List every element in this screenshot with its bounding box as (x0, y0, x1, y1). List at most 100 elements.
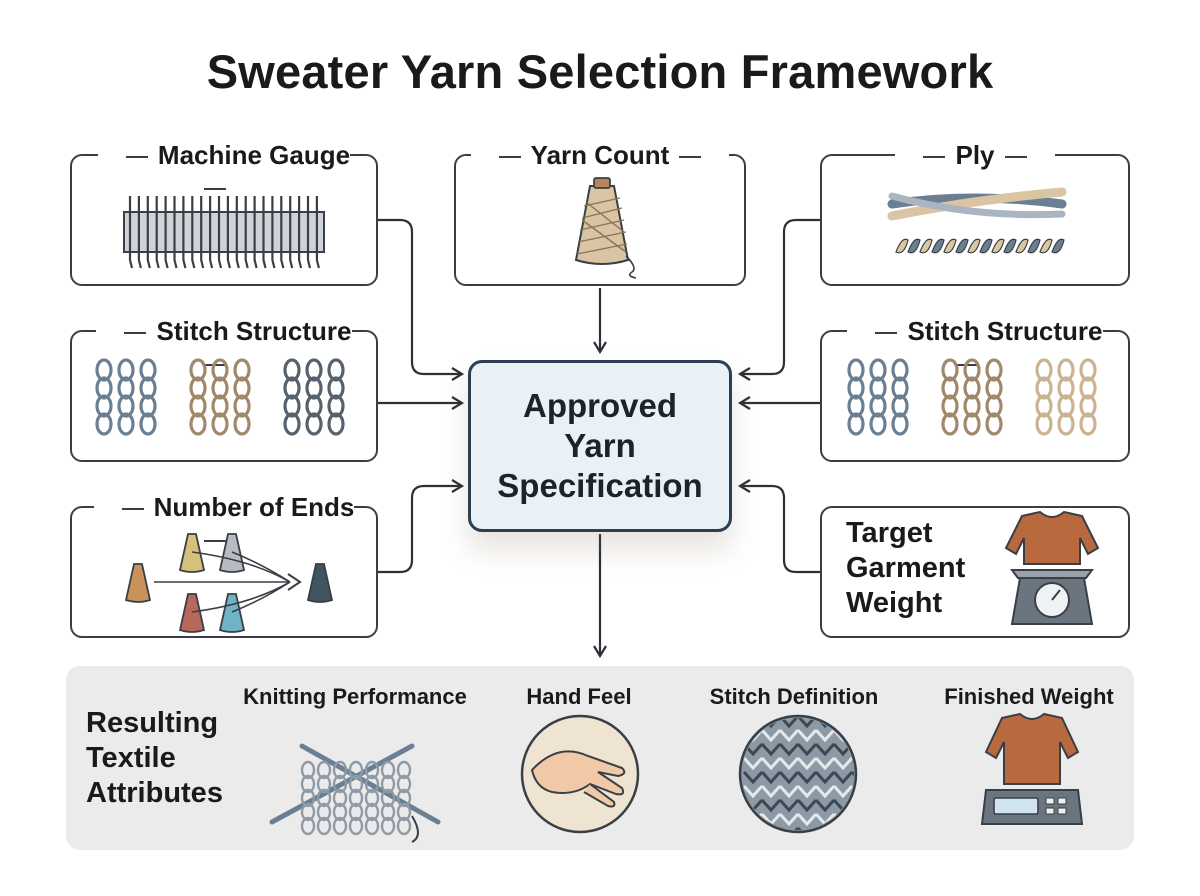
stitch-loop (963, 394, 981, 418)
knit-loop (396, 816, 412, 836)
stitch-loop (95, 358, 113, 382)
stitch-loop (327, 412, 345, 436)
chevron-stitch (850, 812, 854, 827)
needle (217, 196, 223, 269)
knit-texture-icon (738, 714, 858, 834)
stitch-loop (941, 376, 959, 400)
chevron-stitch (742, 770, 764, 785)
chevron-stitch (850, 718, 854, 729)
chevron-stitch (760, 798, 782, 813)
chevron-stitch (796, 812, 818, 827)
stitch-loop (189, 394, 207, 418)
stitch-patterns-icon (847, 358, 1097, 436)
knit-loop (364, 816, 380, 836)
ply-strand (1027, 238, 1041, 254)
stitch-loop (869, 358, 887, 382)
knitting-machine-needles-icon (123, 196, 325, 269)
yarn-count-label: Yarn Count (470, 140, 730, 170)
knit-loop (396, 760, 412, 780)
stitch-loop (233, 358, 251, 382)
stitch-loop (95, 412, 113, 436)
knit-loop (380, 802, 396, 822)
chevron-stitch (850, 728, 854, 743)
knit-loop (316, 788, 332, 808)
chevron-stitch (796, 756, 818, 771)
ply-strand (979, 238, 993, 254)
needle (182, 196, 187, 269)
stitch-loop (891, 376, 909, 400)
needle (315, 196, 320, 269)
attribute-knitting-performance: Knitting Performance (243, 684, 467, 709)
knit-loop (396, 788, 412, 808)
chevron-stitch (796, 728, 818, 743)
knit-loop (364, 760, 380, 780)
stitch-loop (211, 394, 229, 418)
stitch-loop (1057, 358, 1075, 382)
chevron-stitch (760, 742, 782, 757)
stitch-loop (327, 394, 345, 418)
stitch-loop (305, 376, 323, 400)
stitch-loop (189, 358, 207, 382)
stitch-loop (1035, 358, 1053, 382)
stitch-loop (941, 412, 959, 436)
ply-strand (1051, 238, 1065, 254)
stitch-loop (189, 376, 207, 400)
number-of-ends-box: Number of Ends (70, 492, 378, 638)
sweater-on-scale-icon (1004, 510, 1100, 625)
chevron-stitch (760, 770, 782, 785)
stitch-loop (233, 376, 251, 400)
results-label: Resulting Textile Attributes (86, 707, 223, 809)
ply-strand (991, 238, 1005, 254)
page-title: Sweater Yarn Selection Framework (206, 45, 994, 98)
chevron-stitch (778, 770, 800, 785)
stitch-loop (283, 412, 301, 436)
ply-strand (967, 238, 981, 254)
stitch-loop (963, 412, 981, 436)
chevron-stitch (778, 728, 800, 743)
approved-yarn-specification-node: Approved Yarn Specification (468, 360, 732, 532)
sweater-on-scale-icon (980, 712, 1084, 825)
chevron-stitch (796, 784, 818, 799)
stitch-loop (1057, 376, 1075, 400)
ply-strand (943, 238, 957, 254)
knit-loop (316, 802, 332, 822)
stitch-loop (847, 358, 865, 382)
knitting-needles-icon (269, 743, 441, 843)
chevron-stitch (850, 798, 854, 813)
stitch-loop (95, 394, 113, 418)
stitch-loop (847, 412, 865, 436)
yarn-count-box: Yarn Count (454, 140, 746, 286)
knit-loop (332, 774, 348, 794)
stitch-loop (117, 376, 135, 400)
stitch-loop (283, 394, 301, 418)
stitch-loop (139, 358, 157, 382)
chevron-stitch (814, 742, 836, 757)
needle (173, 196, 178, 269)
needle (271, 196, 276, 269)
stitch-loop (139, 394, 157, 418)
stitch-loop (1035, 376, 1053, 400)
stitch-loop (1057, 394, 1075, 418)
stitch-loop (891, 394, 909, 418)
chevron-stitch (778, 756, 800, 771)
chevron-stitch (742, 784, 764, 799)
knit-loop (348, 760, 364, 780)
chevron-stitch (778, 812, 800, 827)
arrow-target-weight (737, 479, 820, 574)
knit-loop (364, 774, 380, 794)
ply-strand (1039, 238, 1053, 254)
yarn-cone (306, 563, 334, 603)
stitch-loop (891, 412, 909, 436)
stitch-loop (847, 376, 865, 400)
attribute-finished-weight: Finished Weight (944, 684, 1114, 709)
center-label: Approved Yarn Specification (497, 387, 703, 504)
chevron-stitch (778, 784, 800, 799)
needle (191, 196, 196, 269)
needle (146, 196, 151, 269)
stitch-loop (117, 358, 135, 382)
target-garment-weight-box: Target Garment Weight (820, 506, 1130, 638)
needle (209, 196, 214, 269)
chevron-stitch (832, 718, 854, 729)
knit-loop (316, 774, 332, 794)
stitch-loop (941, 358, 959, 382)
